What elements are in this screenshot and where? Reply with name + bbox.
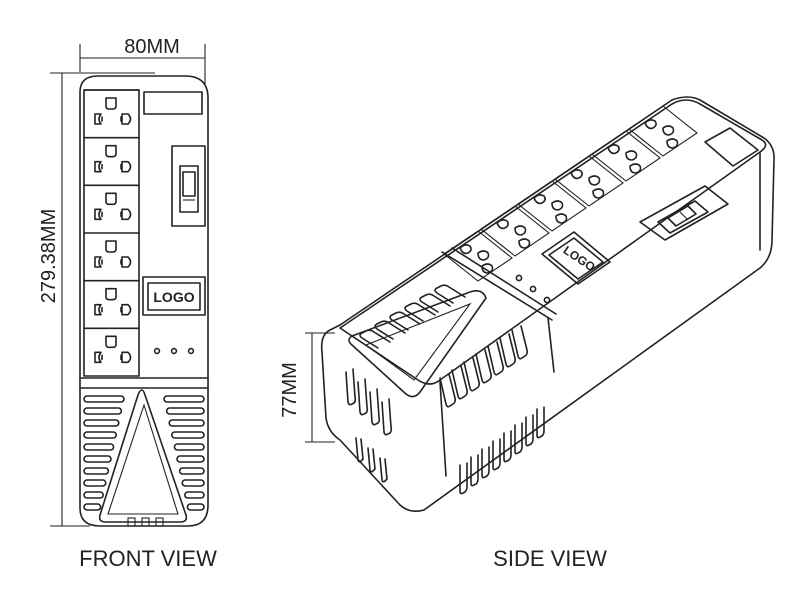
side-vent-triangle [348,290,487,398]
vent-slot [525,414,534,447]
vent-slot [475,349,493,384]
front-bottom-notches [127,517,164,527]
vent-slot [503,430,512,463]
vent-slot [481,446,490,479]
outlet [83,327,140,364]
outlet [480,205,550,257]
vent-slot [83,419,120,427]
vent-slot [487,341,505,376]
vent-slot [165,407,205,415]
vent-slot [83,479,107,487]
height-dimension: 77MM [279,332,335,443]
vent-slot [514,422,523,455]
vent-slot [176,455,205,463]
side-view: 77MM LOGO [279,96,775,571]
vent-slot [439,373,457,408]
vent-slot [499,333,517,368]
indicator-dot [543,296,551,304]
indicator-dot [529,285,537,293]
side-body-outline [320,96,775,512]
vent-slot [367,447,376,473]
indicator-dot [170,347,178,355]
side-outlets [443,105,698,282]
indicator-dot [187,347,195,355]
vent-slot [345,368,357,406]
vent-slot [459,462,468,495]
front-outlets [83,89,140,364]
outlet [83,232,140,268]
front-body-outline [79,75,209,527]
side-logo-box: LOGO [541,231,611,285]
vent-slot [463,357,481,392]
vent-slot [379,457,388,483]
vent-slot [451,365,469,400]
side-indicator-dots [515,274,551,304]
vent-slot [536,406,545,439]
vent-slot [83,395,125,403]
vent-slot [381,398,393,436]
vent-slot [83,443,115,451]
front-vent-triangle [98,389,188,523]
vent-slot [173,443,205,451]
vent-slot [83,455,112,463]
width-dimension-label: 80MM [124,36,180,58]
side-power-switch[interactable] [639,185,729,241]
indicator-dot [515,274,523,282]
vent-slot [83,503,102,511]
length-dimension-label: 279.38MM [38,209,60,304]
side-view-title: SIDE VIEW [493,546,607,571]
outlet [554,155,624,207]
front-vent-slots [83,395,205,511]
vent-slot [163,395,205,403]
outlet [83,279,140,316]
outlet [628,105,698,157]
width-dimension: 80MM [79,36,206,85]
vent-slot [178,467,205,475]
indicator-dot [153,347,161,355]
vent-slot [434,284,466,304]
front-indicator-dots [153,347,195,355]
front-view: 80MM 279.38MM LOGO [38,36,217,571]
vent-slot [181,479,205,487]
vent-slot [404,302,436,322]
vent-slot [511,325,529,360]
outlet [591,130,661,182]
vent-slot [83,407,123,415]
vent-slot [168,419,205,427]
side-label-plate [704,127,759,167]
vent-slot [359,329,391,349]
vent-slot [83,491,105,499]
outlet [83,184,140,221]
front-logo-text: LOGO [153,289,194,305]
front-power-switch[interactable] [171,145,206,227]
front-view-title: FRONT VIEW [79,546,217,571]
side-vent-slots [345,284,545,495]
vent-slot [186,503,205,511]
vent-slot [83,431,118,439]
vent-slot [470,454,479,487]
vent-slot [389,311,421,331]
length-dimension: 279.38MM [38,72,155,527]
vent-slot [419,293,451,313]
vent-slot [357,378,369,416]
vent-slot [492,438,501,471]
outlet [517,180,587,232]
vent-slot [184,491,205,499]
outlet [443,230,513,282]
side-top-plate [339,99,767,385]
outlet [83,89,140,125]
vent-slot [171,431,205,439]
height-dimension-label: 77MM [279,362,301,418]
vent-slot [355,437,364,463]
front-label-plate [143,91,203,115]
outlet [83,136,140,173]
vent-slot [374,320,406,340]
vent-slot [83,467,110,475]
vent-slot [369,388,381,426]
front-logo-box: LOGO [142,276,206,316]
